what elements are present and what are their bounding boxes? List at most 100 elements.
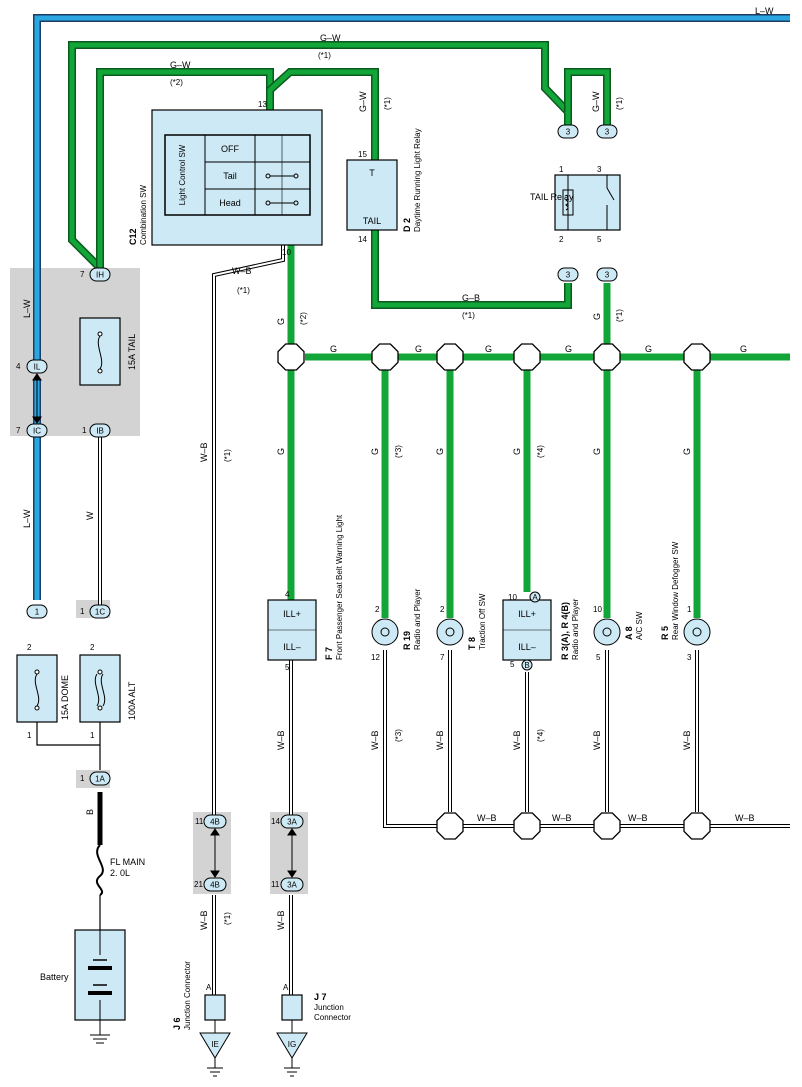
wire-label-wb-j7: W–B [276,910,286,930]
j6-name: Junction Connector [183,961,192,1030]
wire-label-b: B [85,809,95,815]
splice-octagon [683,812,711,840]
wire-label-g-relay-out: G [592,313,602,320]
a8-pin-10: 10 [593,605,602,614]
splice-octagon [513,343,541,371]
j7-ground: IG [288,1040,296,1049]
switch-pos-head: Head [219,198,241,208]
ib-label: IB [96,427,104,436]
dome-pin-1: 1 [27,731,32,740]
fuse-tail-label: 15A TAIL [127,334,137,370]
fuse-15a-dome: 15A DOME 2 1 [16,643,70,740]
f7-pin-4: 4 [285,590,290,599]
r3-ill-minus: ILL– [518,642,536,652]
connector-3-relay-2: 3 [596,124,618,139]
connector-1c-label: 1C [95,608,105,617]
f7-pin-5: 5 [285,663,290,672]
t8-pin-2: 2 [440,605,445,614]
relay-pin-2: 2 [559,235,564,244]
fuse-alt-label: 100A ALT [127,681,137,720]
il-pin: 4 [16,362,21,371]
splice-octagon [593,343,621,371]
wire-note-wb-r19: (*3) [394,729,403,742]
f7-name: Front Passenger Seat Belt Warning Light [335,514,344,660]
connector-4b-top: 4B 11 [195,814,227,829]
switch-pos-tail: Tail [223,171,237,181]
wire-label-gb: G–B [462,293,480,303]
wire-label-wb-a8: W–B [592,730,602,750]
component-r19: 2 12 R 19 Radio and Player [371,588,422,662]
wire-note-drop-g-r3: (*4) [536,445,545,458]
splice-octagon [436,812,464,840]
wire-note-gw-relay: (*1) [615,97,624,110]
wire-label-wb-r3: W–B [512,730,522,750]
alt-pin-1: 1 [90,731,95,740]
splice-octagon [593,812,621,840]
fuse-fl-main: FL MAIN 2. 0L [95,844,145,896]
connector-3-label: 3 [566,271,571,280]
wire-label-bus-g-5: G [645,344,652,354]
wire-label-drop-g-r3: G [512,448,522,455]
component-r5: 1 3 R 5 Rear Window Defogger SW [660,541,711,662]
connector-link-arrows [32,373,297,878]
c12-pin-13: 13 [258,100,267,109]
ih-pin: 7 [80,270,85,279]
a8-name: A/C SW [635,611,644,640]
connector-1: 1 [26,604,48,619]
tail-relay: 1 3 2 5 TAIL Relay [530,165,621,244]
wire-label-wb-bus-3: W–B [628,813,648,823]
wire-note-wb-c12: (*1) [237,286,250,295]
wire-label-gw-inner: G–W [170,60,191,70]
component-r3-r4: ILL+ ILL– 10 A 5 B R 3(A), R 4(B) Radio … [502,591,580,671]
d2-name: Daytime Running Light Relay [413,128,422,232]
wire-label-drop-g-r5: G [682,448,692,455]
r19-code: R 19 [402,631,412,650]
wire-label-wb-f7: W–B [276,730,286,750]
wire-label-wb-ground-left2: W–B [199,910,209,930]
r19-pin-12: 12 [371,653,380,662]
t8-code: T 8 [467,637,477,650]
wire-label-lw-left-upper: L–W [22,299,32,318]
connector-3a-pin: 14 [271,817,280,826]
r19-name: Radio and Player [413,588,422,650]
r5-name: Rear Window Defogger SW [671,541,680,640]
ib-pin: 1 [82,426,87,435]
connector-3-relay-3: 3 [557,267,579,282]
splice-octagon [683,343,711,371]
wire-label-drop-g-a8: G [592,448,602,455]
wire-note-gw-outer: (*1) [318,51,331,60]
relay-pin-3: 3 [597,165,602,174]
wires [33,14,790,995]
j6-code: J 6 [172,1017,182,1030]
splice-octagon [277,343,305,371]
wire-label-drop-g-f7: G [276,448,286,455]
wire-note-drop-g-r19: (*3) [394,445,403,458]
fuse-15a-tail: 15A TAIL [79,317,137,386]
c12-pin-10: 10 [282,248,291,257]
wire-label-wb-r19: W–B [370,730,380,750]
component-f7: ILL+ ILL– 4 5 F 7 Front Passenger Seat B… [267,514,344,672]
wire-label-wb-bus-2: W–B [552,813,572,823]
connector-ib: IB 1 [82,423,111,438]
junction-j7: A IG J 7 Junction Connector [276,983,351,1077]
j7-name2: Connector [314,1013,351,1022]
wire-label-bus-g-3: G [485,344,492,354]
relay-pin-5: 5 [597,235,602,244]
light-control-label: Light Control SW [178,144,187,205]
connector-3-label: 3 [566,128,571,137]
wire-label-wb-bus-4: W–B [735,813,755,823]
j7-pin-a: A [283,983,289,992]
j7-code: J 7 [314,992,327,1002]
wire-label-wb-bus-1: W–B [477,813,497,823]
wire-label-bus-g-4: G [565,344,572,354]
connector-4b-bottom: 4B 21 [194,877,227,892]
connector-4b-label: 4B [210,818,220,827]
f7-code: F 7 [324,647,334,660]
connector-1-label: 1 [35,608,40,617]
wire-label-drop-g-t8: G [435,448,445,455]
r19-pin-2: 2 [375,605,380,614]
wire-note-gw-inner: (*2) [170,78,183,87]
t8-name: Traction Off SW [478,593,487,650]
connector-3a-pin: 11 [271,880,280,889]
wire-label-gw-outer: G–W [320,33,341,43]
